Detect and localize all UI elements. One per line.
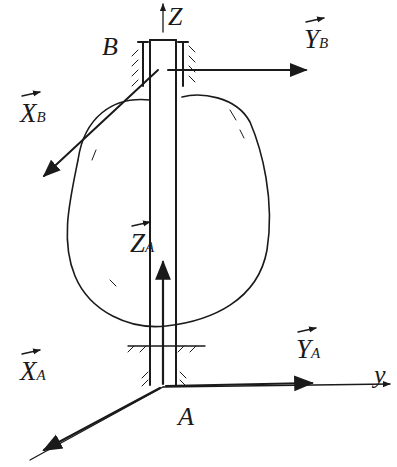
force-label: YA [296, 336, 320, 363]
vector-marks [22, 18, 324, 354]
body-outline [67, 95, 269, 326]
force-xa [44, 388, 160, 450]
force-label: XB [20, 100, 46, 127]
point-label: A [178, 404, 194, 430]
x-axis [30, 387, 163, 460]
z-axis [162, 4, 163, 32]
point-label: B [102, 34, 118, 60]
y-axis [163, 384, 390, 387]
axis-label: y [374, 362, 386, 388]
shaft [149, 40, 151, 385]
axis-label: Z [168, 4, 182, 30]
force-xb [44, 70, 158, 176]
bearing-b [138, 42, 188, 86]
force-label: XA [20, 358, 46, 385]
force-yb [168, 69, 306, 71]
force-label: ZA [130, 230, 154, 257]
force-za [162, 262, 164, 384]
force-ya [166, 383, 312, 386]
force-label: YB [304, 26, 328, 53]
